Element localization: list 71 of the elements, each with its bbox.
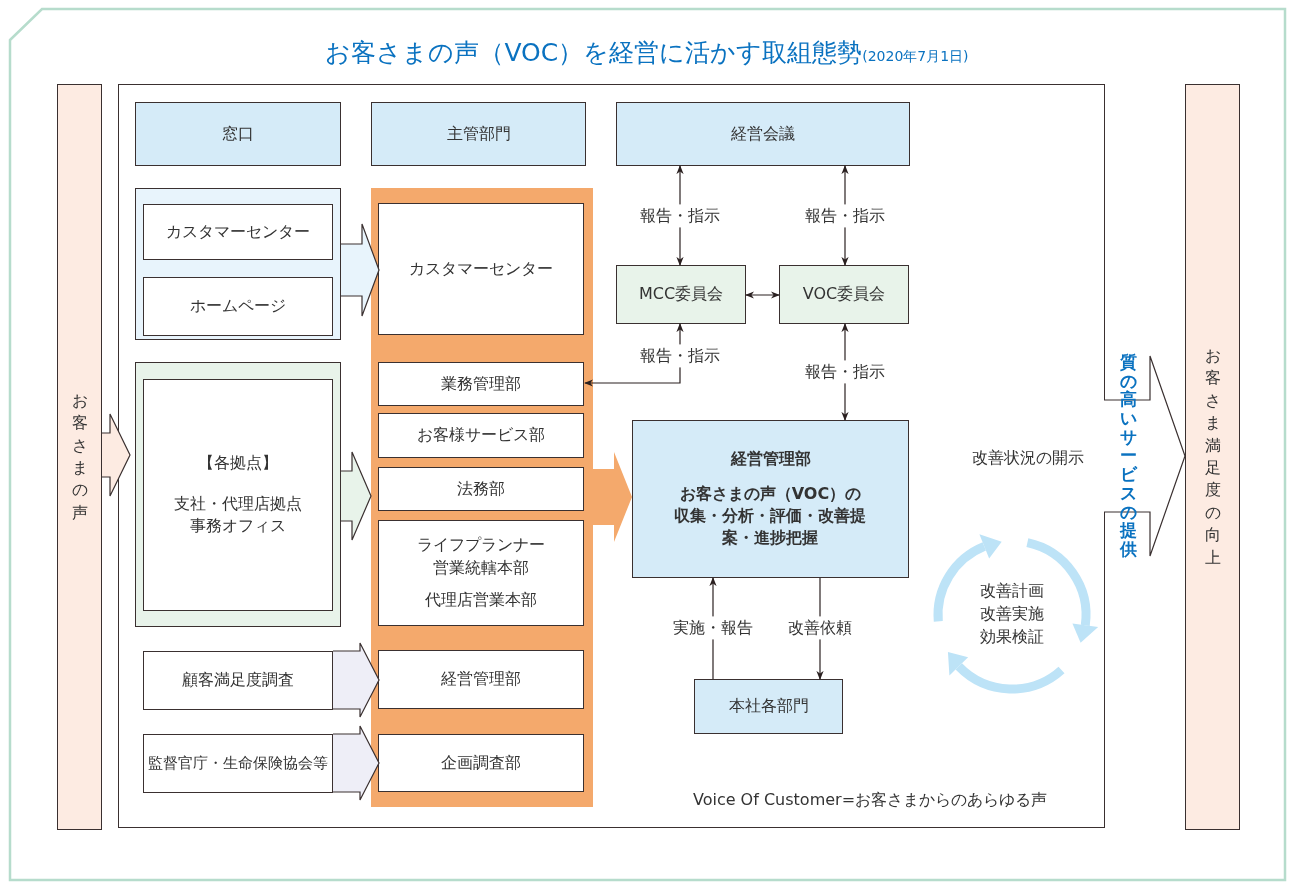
process-box: [143, 651, 333, 710]
diagram-title: お客さまの声（VOC）を経営に活かす取組態勢: [325, 37, 863, 69]
edge-label: 質の高いサービスの提供: [1119, 353, 1137, 559]
node-label: お客さまの声: [71, 389, 88, 524]
node-label: 支社・代理店拠点事務オフィス: [173, 492, 303, 538]
process-box: [779, 265, 909, 324]
node-label: VOC委員会: [802, 283, 886, 306]
process-box: [143, 204, 333, 260]
cycle-label: 効果検証: [980, 627, 1044, 647]
edge-label: 実施・報告: [670, 616, 756, 640]
node-label: 代理店営業本部: [425, 589, 537, 612]
node-label: お客さまの声（VOC）の収集・分析・評価・改善提案・進捗把握: [673, 482, 868, 550]
edge-label: 報告・指示: [802, 360, 888, 384]
group-panel: [135, 188, 341, 340]
header-box: [371, 102, 586, 166]
block-arrow: [340, 451, 372, 541]
node-heading: 【各拠点】: [198, 452, 278, 475]
block-arrow: [332, 725, 380, 801]
process-box: [378, 734, 584, 792]
node-label: 監督官庁・生命保険協会等: [148, 753, 328, 774]
side-band: [57, 84, 102, 830]
block-arrow: [332, 642, 380, 718]
process-box: [143, 379, 333, 611]
process-box: [632, 420, 909, 578]
group-panel: [135, 362, 341, 627]
node-label: お客様サービス部: [417, 424, 545, 447]
node-label: 企画調査部: [441, 751, 521, 774]
group-panel: [371, 188, 593, 807]
node-label: 業務管理部: [441, 372, 521, 395]
edge-label: 報告・指示: [802, 204, 888, 228]
node-label: お客さま満足度の向上: [1204, 345, 1221, 569]
process-box: [378, 413, 584, 458]
edge-label: 報告・指示: [637, 204, 723, 228]
node-label: 主管部門: [446, 122, 511, 145]
header-box: [135, 102, 341, 166]
process-box: [378, 650, 584, 709]
arrow: [745, 291, 780, 299]
node-label: 法務部: [457, 477, 505, 500]
process-box: [378, 362, 584, 406]
edge-label: 改善依頼: [785, 616, 855, 640]
edge-label: 報告・指示: [637, 344, 723, 368]
process-box: [378, 467, 584, 511]
process-box: [143, 734, 333, 793]
node-heading: 経営管理部: [730, 448, 811, 471]
definition-note: Voice Of Customer=お客さまからのあらゆる声: [692, 790, 1048, 810]
node-label: 窓口: [222, 122, 254, 145]
cycle-label: 改善計画: [980, 581, 1044, 601]
block-arrow: [101, 413, 131, 497]
node-label: ライフプランナー営業統轄本部: [416, 534, 546, 579]
block-arrow: [340, 223, 380, 317]
node-label: カスタマーセンター: [409, 257, 553, 280]
frame-box: [118, 84, 1105, 828]
date-label: (2020年7月1日): [862, 48, 969, 66]
block-arrow: [1103, 355, 1186, 557]
node-label: ホームページ: [190, 295, 286, 318]
block-arrow: [593, 452, 632, 542]
node-label: 本社各部門: [728, 695, 809, 718]
disclosure-label: 改善状況の開示: [972, 448, 1084, 468]
side-band: [1185, 84, 1240, 830]
process-box: [378, 520, 584, 626]
node-label: カスタマーセンター: [166, 220, 310, 243]
node-label: MCC委員会: [638, 283, 724, 306]
process-box: [616, 265, 746, 324]
node-label: 顧客満足度調査: [182, 669, 294, 692]
node-label: 経営会議: [731, 122, 795, 145]
node-label: 経営管理部: [441, 668, 521, 691]
process-box: [143, 277, 333, 336]
cycle-label: 改善実施: [980, 604, 1044, 624]
process-box: [378, 203, 584, 335]
process-box: [616, 102, 910, 166]
process-box: [694, 679, 843, 734]
